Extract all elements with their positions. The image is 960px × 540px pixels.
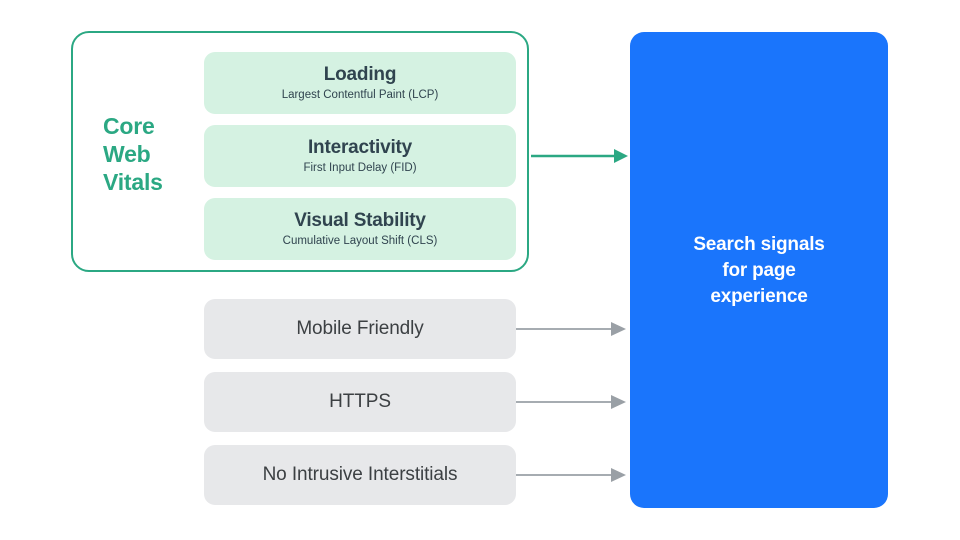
search-signals-line-3: experience (710, 286, 808, 307)
signal-label: HTTPS (329, 391, 391, 412)
arrow-mobile-friendly (516, 322, 626, 336)
signal-card-no-intrusive-interstitials[interactable]: No Intrusive Interstitials (204, 445, 516, 505)
signal-label: No Intrusive Interstitials (262, 464, 458, 485)
signal-card-https[interactable]: HTTPS (204, 372, 516, 432)
core-web-vitals-label-line-3: Vitals (103, 169, 163, 195)
core-web-vitals-label-line-1: Core (103, 113, 155, 139)
metric-subtitle: First Input Delay (FID) (303, 161, 417, 174)
metric-title: Interactivity (307, 136, 413, 158)
metric-card-loading[interactable]: Loading Largest Contentful Paint (LCP) (204, 52, 516, 114)
signal-label: Mobile Friendly (296, 318, 424, 339)
search-signals-line-2: for page (722, 260, 796, 281)
arrow-https (516, 395, 626, 409)
core-web-vitals-label-line-2: Web (103, 141, 151, 167)
metric-subtitle: Cumulative Layout Shift (CLS) (282, 234, 438, 247)
metric-title: Loading (323, 63, 397, 85)
arrow-no-intrusive-interstitials (516, 468, 626, 482)
metric-card-interactivity[interactable]: Interactivity First Input Delay (FID) (204, 125, 516, 187)
signal-card-mobile-friendly[interactable]: Mobile Friendly (204, 299, 516, 359)
search-signals-box[interactable]: Search signals for page experience (630, 32, 888, 508)
arrow-core-web-vitals (531, 149, 628, 163)
metric-card-visual-stability[interactable]: Visual Stability Cumulative Layout Shift… (204, 198, 516, 260)
core-web-vitals-label: Core Web Vitals (103, 112, 195, 196)
search-signals-text: Search signals for page experience (693, 230, 825, 310)
metric-subtitle: Largest Contentful Paint (LCP) (281, 88, 439, 101)
search-signals-line-1: Search signals (693, 234, 825, 255)
metric-title: Visual Stability (294, 209, 426, 231)
